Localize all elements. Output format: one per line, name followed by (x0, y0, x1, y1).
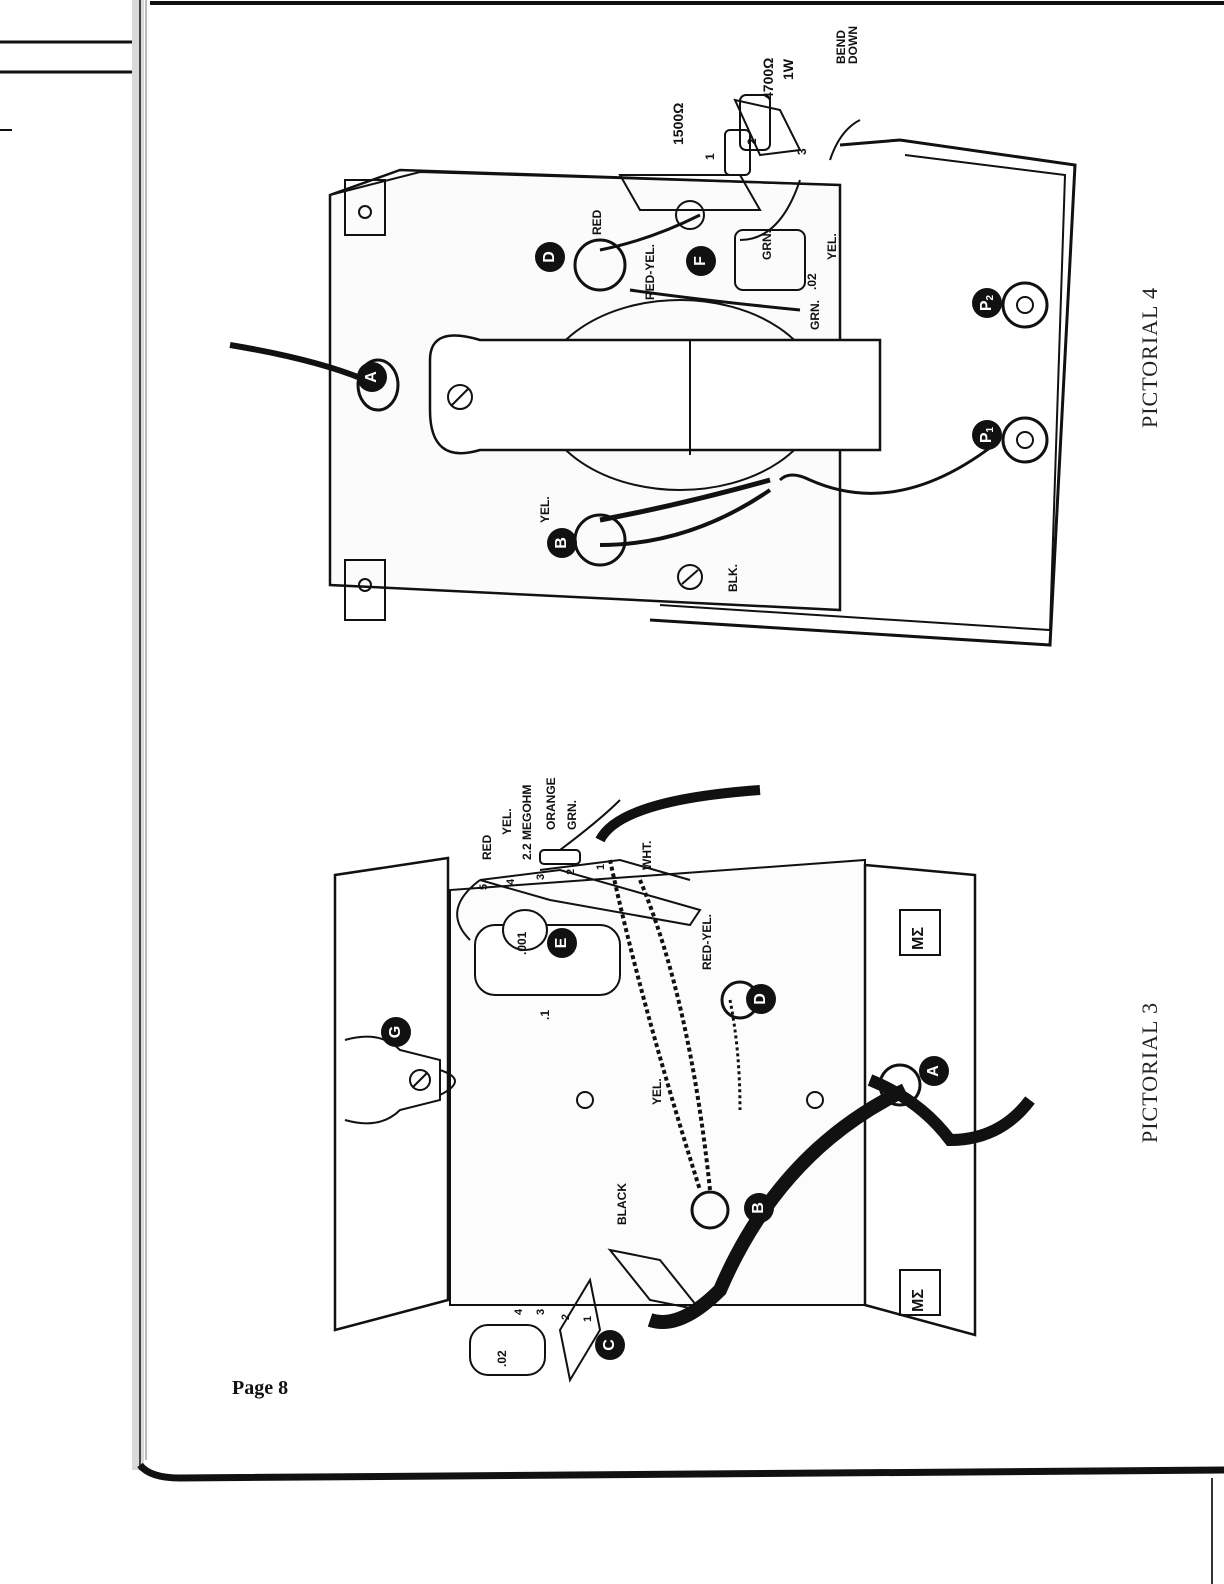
p3-badge-c: C (595, 1330, 625, 1360)
p3-label-wht: WHT. (640, 841, 654, 870)
p3-label-cap-0-1: .1 (538, 1010, 552, 1020)
p3-badge-b: B (744, 1193, 774, 1223)
p3-terminal-2: 2 (565, 869, 577, 875)
page-number: Page 8 (232, 1377, 288, 1400)
p3-strip-c-terminal-4: 4 (513, 1309, 525, 1315)
p3-strip-c-terminal-2: 2 (560, 1314, 572, 1320)
p3-caption: PICTORIAL 3 (1137, 1003, 1163, 1143)
p3-label-yel: YEL. (500, 808, 514, 835)
p3-terminal-1: 1 (595, 864, 607, 870)
p3-label-cap-02: .02 (495, 1350, 509, 1367)
p3-badge-d: D (746, 984, 776, 1014)
p3-bracket-mark-upper: ΜΣ (910, 927, 928, 950)
p3-label-grn: GRN. (565, 800, 579, 830)
p3-strip-c-terminal-3: 3 (535, 1309, 547, 1315)
p3-label-red: RED (480, 835, 494, 860)
p3-bracket-mark-lower: ΜΣ (910, 1289, 928, 1312)
p3-label-yel-2: YEL. (650, 1078, 664, 1105)
p3-terminal-4: 4 (505, 879, 517, 885)
p3-label-2-2-megohm: 2.2 MEGOHM (520, 785, 534, 860)
p3-badge-a: A (919, 1056, 949, 1086)
p3-strip-c-terminal-1: 1 (582, 1316, 594, 1322)
p3-label-cap-001: .001 (515, 932, 529, 955)
p3-label-black: BLACK (615, 1183, 629, 1225)
p3-label-orange: ORANGE (544, 777, 558, 830)
p3-terminal-3: 3 (535, 874, 547, 880)
p3-terminal-5: 5 (478, 884, 490, 890)
p3-label-red-yel: RED-YEL. (700, 914, 714, 970)
p3-badge-g: G (381, 1017, 411, 1047)
p3-badge-e: E (547, 928, 577, 958)
